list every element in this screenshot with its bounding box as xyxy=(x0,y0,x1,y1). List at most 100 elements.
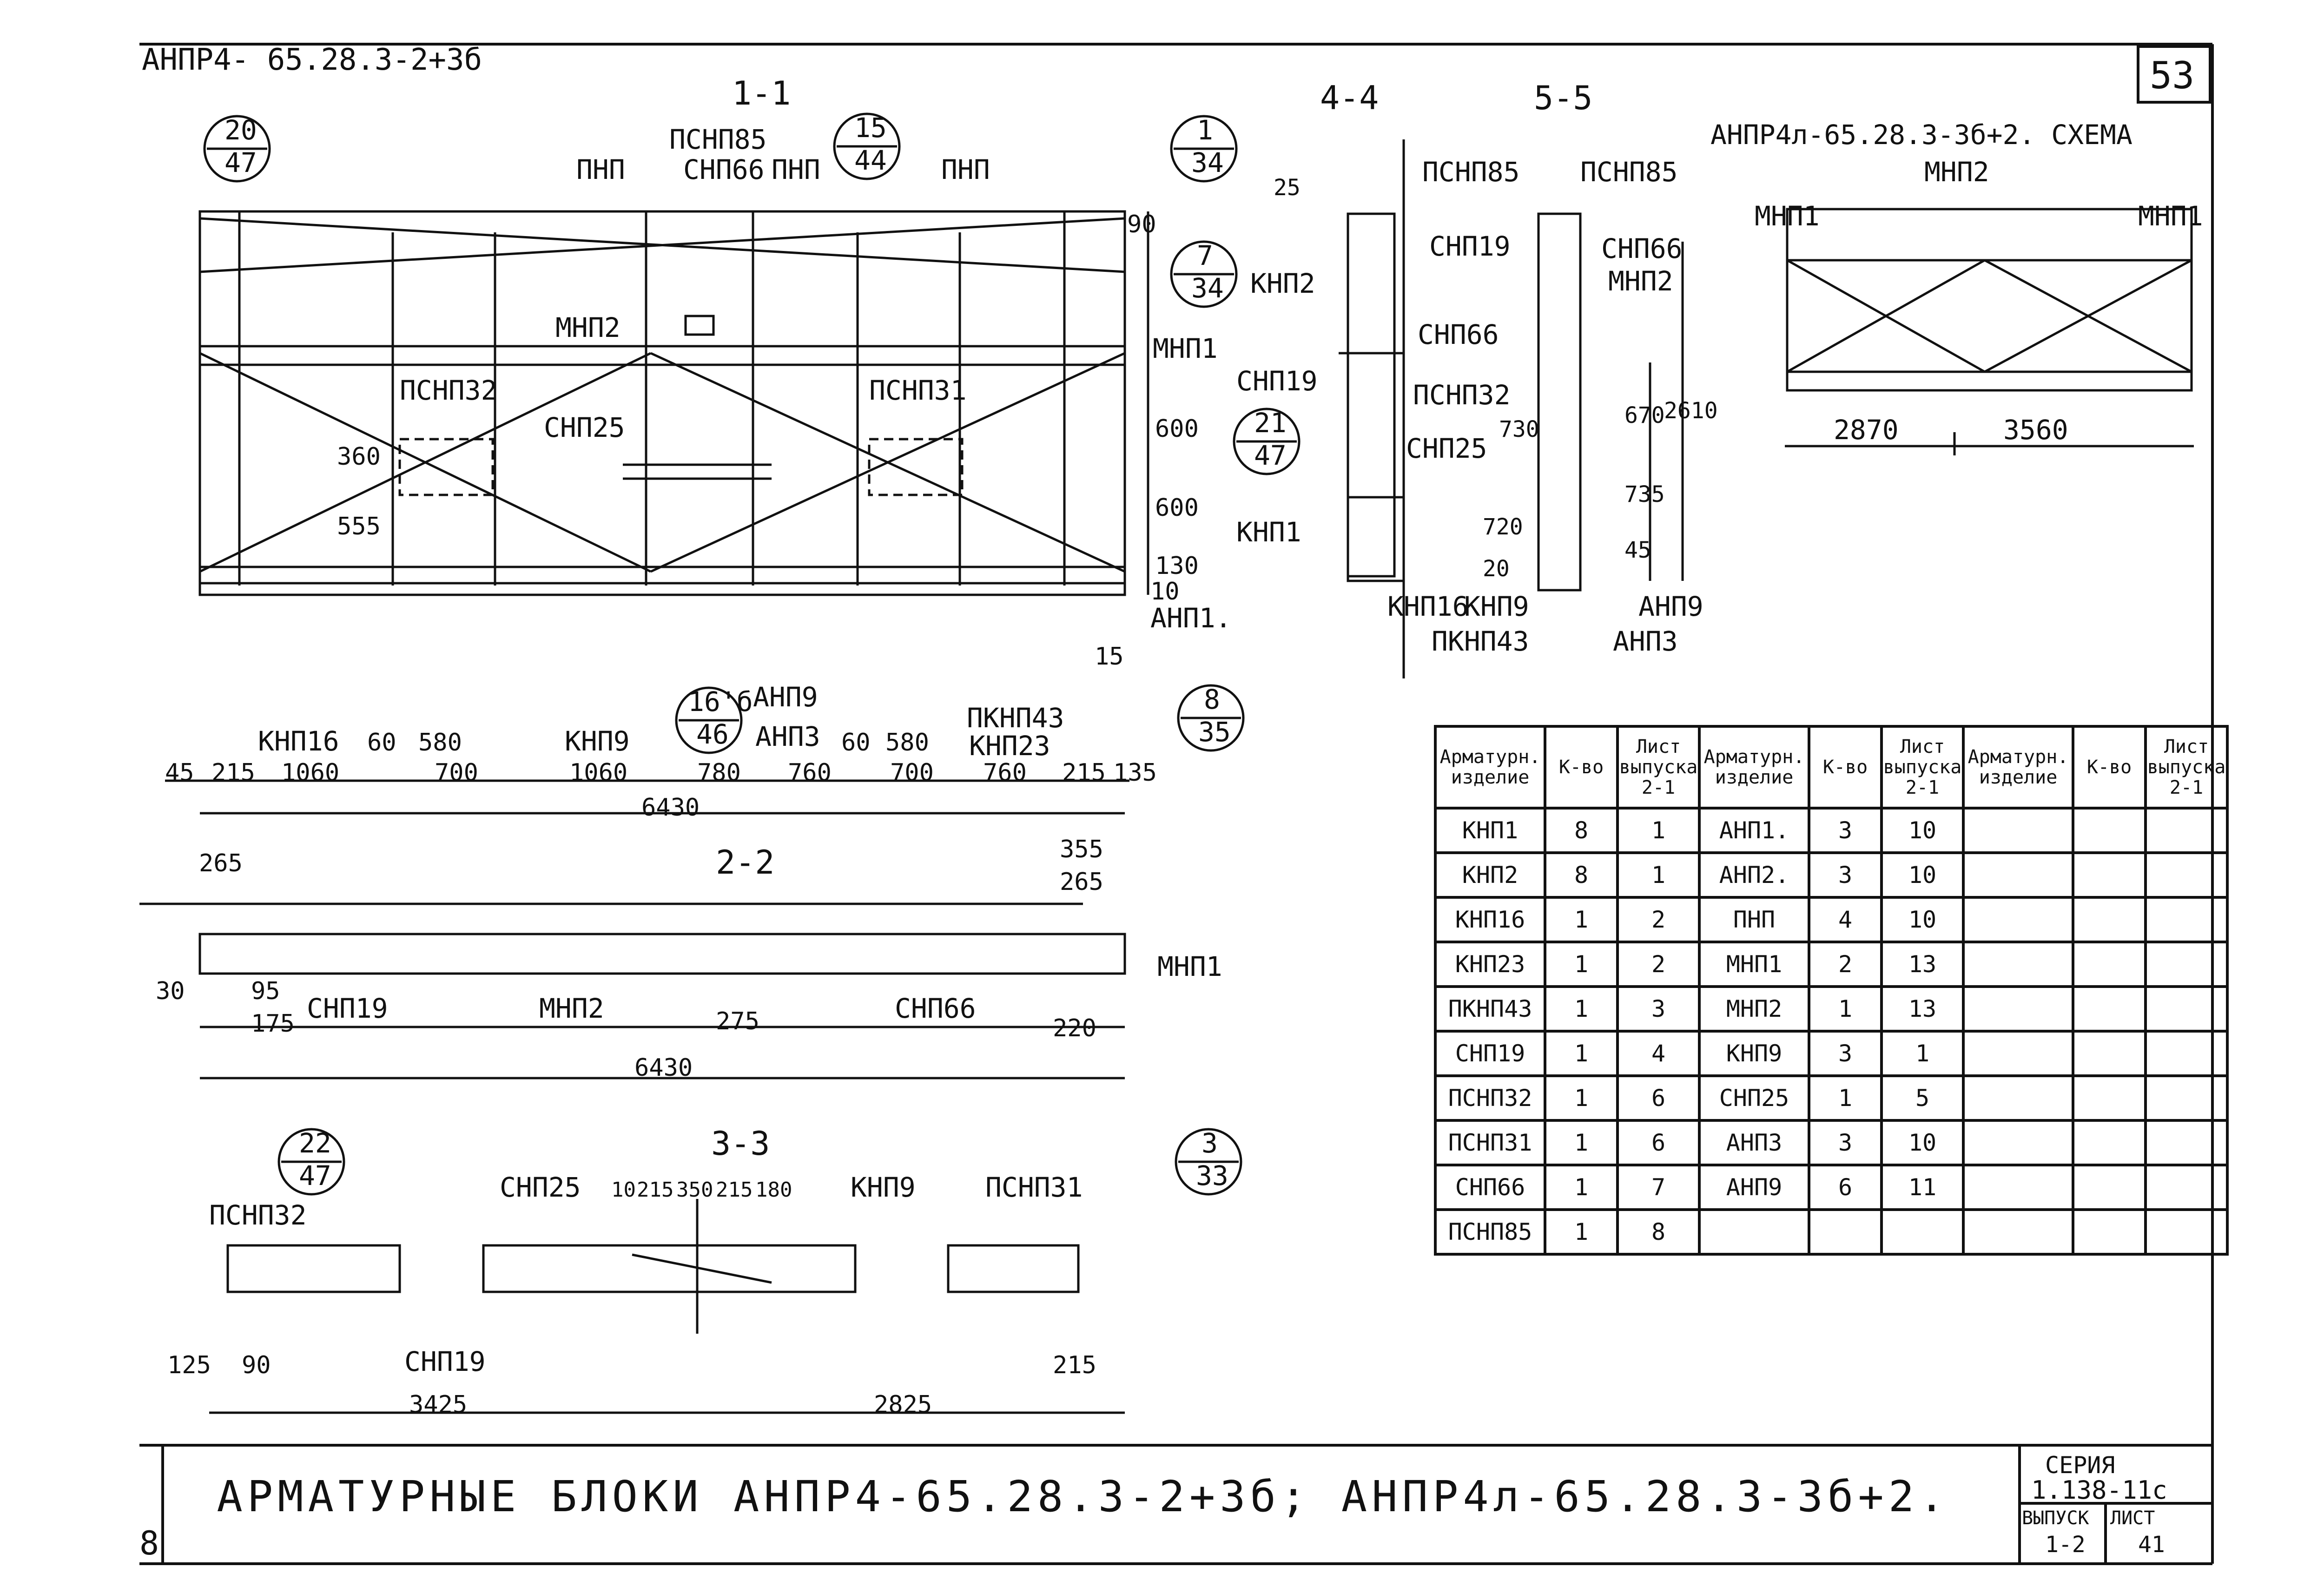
table-cell xyxy=(2072,1208,2147,1256)
dim-95: 95 xyxy=(251,977,280,1005)
label-pknp43-55: ПКНП43 xyxy=(1432,625,1529,657)
callout-3-top: 1 xyxy=(1197,114,1213,146)
table-cell: 3 xyxy=(1808,807,1883,854)
dim-215-33b: 215 xyxy=(716,1178,753,1202)
table-cell: 10 xyxy=(1880,807,1965,854)
stamp-sheet: 41 xyxy=(2138,1532,2165,1558)
dim-355: 355 xyxy=(1060,836,1103,863)
dim-125: 125 xyxy=(167,1351,211,1379)
table-cell xyxy=(2072,985,2147,1033)
table-cell: 6 xyxy=(1808,1164,1883,1211)
spec-header-sheet-2: Лист выпуска 2-1 xyxy=(1880,725,1965,810)
callout-5-top: 21 xyxy=(1254,407,1287,439)
spec-header-sheet-3: Лист выпуска 2-1 xyxy=(2144,725,2229,810)
label-pknp43: ПКНП43 xyxy=(967,702,1064,734)
label-knp9-55: КНП9 xyxy=(1464,591,1529,622)
dim-580-b: 580 xyxy=(885,729,929,757)
dim-265-a: 265 xyxy=(199,849,243,877)
section-4-4: 4-4 xyxy=(1320,79,1379,117)
dim-2870: 2870 xyxy=(1834,414,1899,446)
dim-3560: 3560 xyxy=(2003,414,2068,446)
view-2-2 xyxy=(139,902,1126,1080)
table-cell: 1 xyxy=(1808,1074,1883,1122)
dim-10-33: 10 xyxy=(611,1178,636,1202)
callout-6-top: 16'б xyxy=(688,686,753,718)
dim-580-a: 580 xyxy=(418,729,462,757)
label-anp1: АНП1. xyxy=(1150,602,1232,634)
table-cell xyxy=(2072,941,2147,988)
table-cell: 13 xyxy=(1880,941,1965,988)
section-3-3: 3-3 xyxy=(711,1125,770,1163)
table-cell: 3 xyxy=(1808,851,1883,899)
table-cell xyxy=(2144,985,2229,1033)
spec-header-item-3: Арматурн. изделие xyxy=(1962,725,2074,810)
schema-view xyxy=(1785,208,2194,455)
dim-180-33: 180 xyxy=(755,1178,792,1202)
callout-4-top: 7 xyxy=(1197,240,1213,271)
dim-215-b: 215 xyxy=(1062,759,1106,787)
table-cell: ПСНП32 xyxy=(1434,1074,1546,1122)
callout-circles xyxy=(203,112,1301,1196)
label-mnp2-55: МНП2 xyxy=(1608,265,1673,297)
table-cell: 8 xyxy=(1544,807,1619,854)
table-cell: 11 xyxy=(1880,1164,1965,1211)
dim-90: 90 xyxy=(1127,211,1156,238)
label-psnp85: ПСНП85 xyxy=(669,124,767,155)
dim-1060-a: 1060 xyxy=(281,759,339,787)
dim-265-b: 265 xyxy=(1060,868,1103,896)
table-cell xyxy=(1962,1208,2074,1256)
table-cell: 10 xyxy=(1880,896,1965,943)
table-cell xyxy=(1698,1208,1810,1256)
dim-600-a: 600 xyxy=(1155,415,1199,443)
callout-9-bottom: 33 xyxy=(1196,1160,1228,1191)
sheet-number: 53 xyxy=(2150,54,2194,97)
dim-30: 30 xyxy=(156,977,185,1005)
label-anp9: АНП9 xyxy=(753,681,818,713)
table-cell: АНП2. xyxy=(1698,851,1810,899)
table-cell: 10 xyxy=(1880,851,1965,899)
table-cell: СНП19 xyxy=(1434,1030,1546,1077)
drawing-title: АРМАТУРНЫЕ БЛОКИ АНПР4-65.28.3-2+3б; АНП… xyxy=(217,1471,1949,1521)
dim-1060-b: 1060 xyxy=(569,759,627,787)
label-snp19-33: СНП19 xyxy=(404,1346,486,1377)
callout-1-top: 20 xyxy=(224,114,257,146)
label-knp9-33: КНП9 xyxy=(851,1172,916,1203)
table-cell: КНП16 xyxy=(1434,896,1546,943)
dim-6430-b: 6430 xyxy=(634,1054,693,1082)
label-mnp2: МНП2 xyxy=(555,312,621,343)
dim-350-33: 350 xyxy=(676,1178,713,1202)
table-cell: 4 xyxy=(1808,896,1883,943)
dim-760-b: 760 xyxy=(983,759,1027,787)
label-snp19-55: СНП19 xyxy=(1429,230,1511,262)
dim-2825: 2825 xyxy=(874,1391,932,1419)
callout-7-top: 8 xyxy=(1204,684,1220,715)
dim-3425: 3425 xyxy=(409,1391,467,1419)
left-margin-number: 8 xyxy=(139,1524,159,1562)
dim-275: 275 xyxy=(716,1007,759,1035)
table-cell: 2 xyxy=(1616,941,1701,988)
table-cell xyxy=(2072,1030,2147,1077)
dim-220: 220 xyxy=(1053,1014,1096,1042)
schema-label: АНПР4л-65.28.3-3б+2. СХЕМА xyxy=(1710,119,2133,151)
table-cell: КНП2 xyxy=(1434,851,1546,899)
table-cell xyxy=(2144,1164,2229,1211)
table-cell xyxy=(2144,941,2229,988)
dim-730: 730 xyxy=(1499,416,1539,442)
dim-700-a: 700 xyxy=(435,759,478,787)
label-snp25-33: СНП25 xyxy=(500,1172,581,1203)
label-psnp31-33: ПСНП31 xyxy=(985,1172,1083,1203)
table-cell xyxy=(1962,896,2074,943)
label-snp66-55: СНП66 xyxy=(1601,233,1683,264)
spec-header-sheet-1: Лист выпуска 2-1 xyxy=(1616,725,1701,810)
table-cell: 13 xyxy=(1880,985,1965,1033)
dim-60-b: 60 xyxy=(841,729,871,757)
table-cell xyxy=(2144,851,2229,899)
table-cell: 1 xyxy=(1544,1074,1619,1122)
dim-175: 175 xyxy=(251,1010,295,1038)
table-cell: КНП1 xyxy=(1434,807,1546,854)
dim-720: 720 xyxy=(1483,514,1523,540)
callout-1-bottom: 47 xyxy=(224,147,257,178)
